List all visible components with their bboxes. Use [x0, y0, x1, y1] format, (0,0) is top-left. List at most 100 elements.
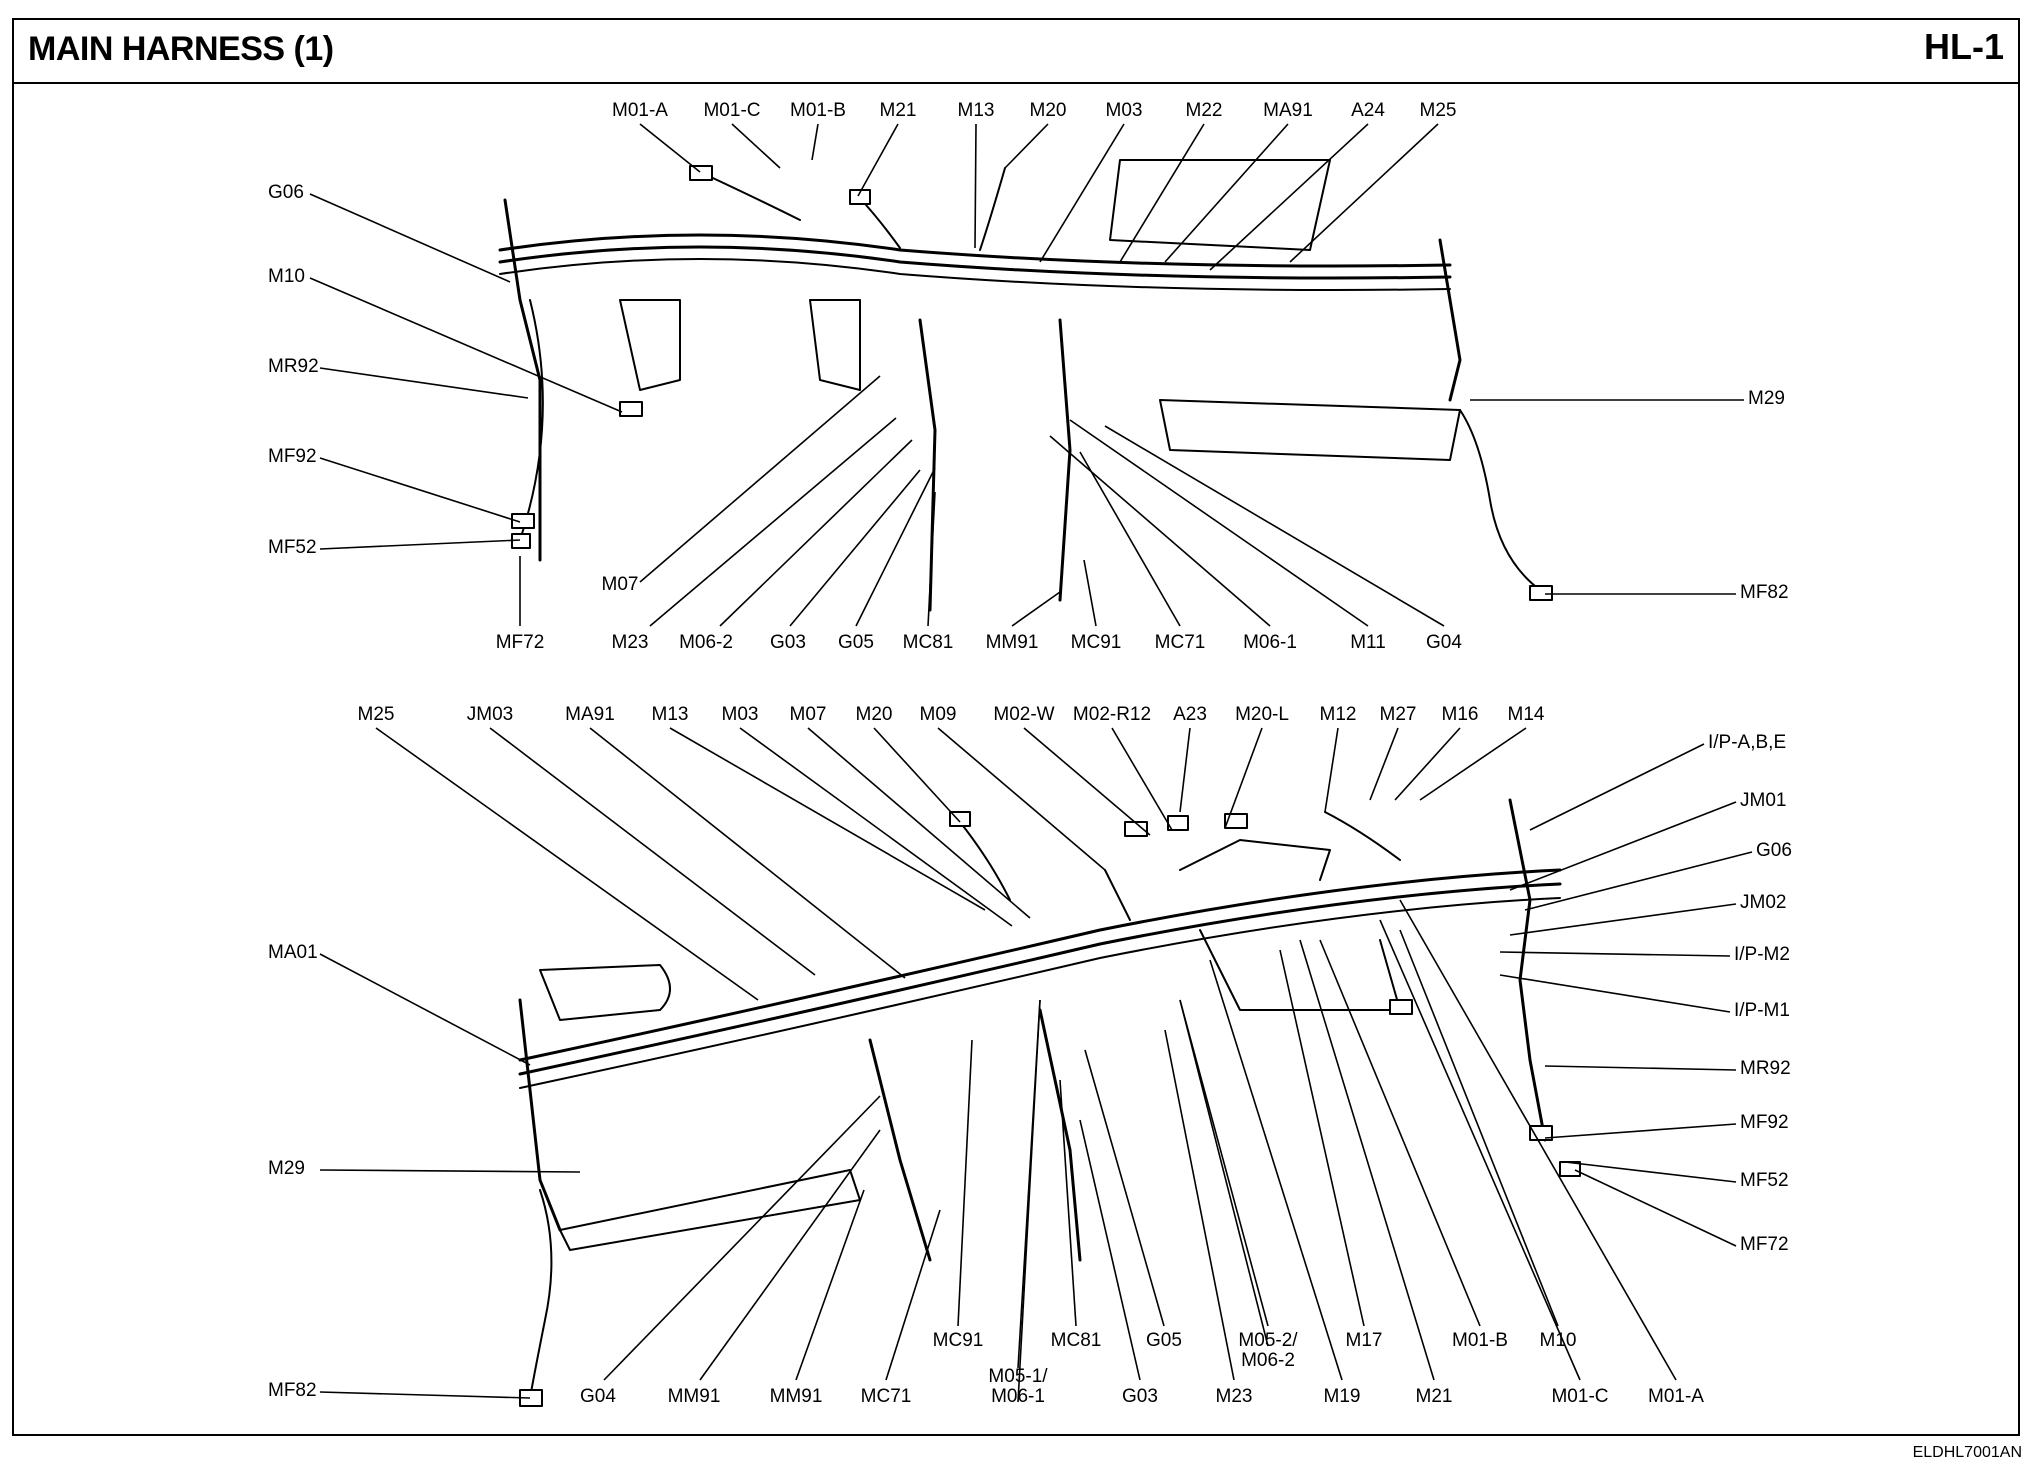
lower-connector-label: MF82 — [268, 1380, 317, 1401]
lower-connector-label: M01-C — [1551, 1386, 1608, 1407]
connector-m20l — [1224, 813, 1248, 829]
lower-trunk — [519, 897, 1561, 1089]
lower-connector-label: G03 — [1122, 1386, 1158, 1407]
lower-connector-label: M14 — [1508, 704, 1545, 725]
lower-connector-label: M10 — [1540, 1330, 1577, 1351]
connector-m10 — [619, 401, 643, 417]
lower-connector-label: M01-B — [1452, 1330, 1508, 1351]
connector-m02w — [1124, 821, 1148, 837]
leader-line — [589, 727, 906, 979]
leader-line — [1319, 939, 1481, 1327]
upper-connector-label: MF82 — [1740, 582, 1789, 603]
leader-line — [699, 1129, 881, 1381]
lower-connector-label: M07 — [790, 704, 827, 725]
leader-line — [639, 123, 701, 173]
upper-connector-label: G06 — [268, 182, 304, 203]
leader-line — [795, 1189, 865, 1381]
leader-line — [1011, 591, 1061, 627]
leader-line — [1224, 727, 1263, 829]
leader-line — [309, 193, 511, 283]
lower-duct — [559, 1169, 861, 1251]
leader-line — [319, 367, 529, 399]
upper-connector-label: MF92 — [268, 446, 317, 467]
upper-connector-label: M01-A — [612, 100, 668, 121]
upper-connector-label: M21 — [880, 100, 917, 121]
leader-line — [1544, 1065, 1737, 1071]
upper-connector-label: M10 — [268, 266, 305, 287]
connector-m17 — [1389, 999, 1413, 1015]
leader-line — [1004, 123, 1049, 169]
leader-line — [319, 953, 531, 1066]
leader-line — [1419, 727, 1527, 801]
leader-line — [789, 469, 921, 627]
leader-line — [1509, 903, 1737, 936]
leader-line — [319, 1391, 531, 1399]
leader-line — [739, 727, 1013, 927]
leader-line — [1399, 899, 1677, 1381]
upper-center-pillar — [918, 318, 937, 612]
leader-line — [1079, 451, 1181, 627]
upper-connector-label: M03 — [1106, 100, 1143, 121]
figure-id: ELDHL7001AN — [1912, 1444, 2022, 1461]
leader-line — [489, 727, 816, 976]
leader-line — [603, 1095, 881, 1381]
leader-line — [811, 123, 819, 161]
leader-line — [1574, 1169, 1737, 1247]
lower-connector-label: MC91 — [933, 1330, 984, 1351]
lower-connector-label: JM02 — [1740, 892, 1786, 913]
leader-line — [1394, 727, 1461, 801]
leader-line — [1059, 1079, 1077, 1327]
leader-line — [1369, 727, 1399, 801]
lower-connector-label: MF72 — [1740, 1234, 1789, 1255]
upper-connector-label: G05 — [838, 632, 874, 653]
leader-line — [1164, 123, 1289, 263]
lower-connector-label: MA01 — [268, 942, 318, 963]
leader-line — [873, 727, 961, 823]
leader-line — [937, 727, 1106, 871]
lower-connector-label: M20 — [856, 704, 893, 725]
lower-connector-label: I/P-M2 — [1734, 944, 1790, 965]
lower-left-bracket — [539, 964, 671, 1021]
lower-connector-label: JM03 — [467, 704, 513, 725]
lower-connector-label: M21 — [1416, 1386, 1453, 1407]
lower-connector-label: M06-1 — [991, 1386, 1045, 1407]
lower-branch — [959, 821, 1131, 921]
leader-line — [1083, 559, 1097, 627]
leader-line — [855, 467, 936, 627]
upper-connector-label: MC81 — [903, 632, 954, 653]
upper-left-branch — [519, 299, 544, 541]
leader-line — [319, 457, 521, 523]
leader-line — [1509, 801, 1737, 891]
leader-line — [1399, 929, 1559, 1327]
leader-line — [957, 1039, 973, 1327]
leader-line — [649, 417, 897, 627]
lower-connector-label: MA91 — [565, 704, 615, 725]
upper-right-bracket — [1438, 238, 1462, 402]
leader-line — [1379, 919, 1581, 1381]
upper-branch — [699, 167, 1006, 251]
upper-connector-label: G04 — [1426, 632, 1462, 653]
upper-connector-label: M07 — [602, 574, 639, 595]
leader-line — [1209, 959, 1343, 1381]
leader-line — [1023, 727, 1151, 836]
connector-m21 — [849, 189, 871, 205]
upper-connector-label: A24 — [1351, 100, 1385, 121]
lower-connector-label: I/P-M1 — [1734, 1000, 1790, 1021]
diagram-frame — [12, 18, 2020, 1436]
leader-line — [719, 439, 913, 627]
lower-connector-label: M19 — [1324, 1386, 1361, 1407]
upper-connector-label: M01-C — [703, 100, 760, 121]
upper-connector-label: MC91 — [1071, 632, 1122, 653]
lower-connector-label: M29 — [268, 1158, 305, 1179]
leader-line — [1289, 123, 1439, 263]
upper-duct — [1159, 399, 1461, 461]
lower-right-branch — [1508, 798, 1547, 1142]
lower-center-pillar — [868, 1038, 932, 1262]
harness-drawing — [498, 159, 1581, 1407]
lower-connector-label: M20-L — [1235, 704, 1289, 725]
leader-line — [857, 123, 899, 197]
leader-line — [1179, 727, 1191, 813]
leader-line — [1079, 1119, 1141, 1381]
upper-connector-label: MC71 — [1155, 632, 1206, 653]
leader-line — [1039, 123, 1125, 263]
